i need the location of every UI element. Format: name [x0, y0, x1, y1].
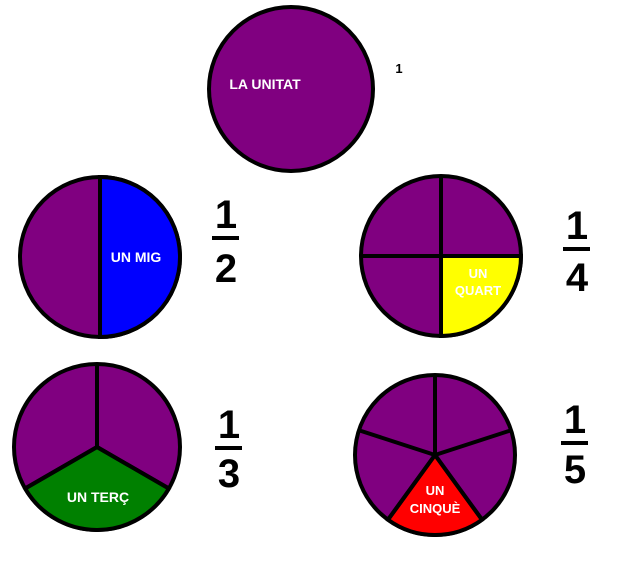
fraction-one-fifth: 1 5: [561, 398, 588, 492]
quarter-denominator: 4: [566, 256, 589, 300]
fifth-fraction-bar: [561, 441, 588, 445]
third-divider-line: [24, 445, 99, 491]
half-denominator: 2: [215, 247, 237, 291]
third-numerator: 1: [218, 403, 240, 447]
unit-label: LA UNITAT: [229, 76, 301, 92]
quarter-circle-group: UN QUART: [359, 174, 524, 339]
third-highlight-slice: [22, 444, 172, 532]
fifth-divider-line: [386, 453, 437, 521]
fifth-numerator: 1: [564, 398, 586, 442]
half-circle-group: UN MIG: [18, 174, 182, 340]
half-fraction-bar: [212, 236, 239, 240]
quarter-label-line2: QUART: [455, 283, 501, 298]
fifth-highlight-slice: [385, 451, 485, 537]
quarter-dividers: [361, 176, 521, 336]
unit-circle-group: LA UNITAT 1: [207, 5, 403, 173]
fifth-divider-line: [358, 428, 436, 457]
third-divider-line: [96, 445, 170, 491]
third-fraction-bar: [215, 446, 242, 450]
fraction-one-quarter: 1 4: [563, 204, 590, 300]
fifth-divider-line: [433, 453, 484, 521]
half-label: UN MIG: [111, 249, 162, 265]
unit-value: 1: [395, 61, 402, 76]
fifth-divider-line: [434, 428, 512, 457]
fifth-denominator: 5: [564, 448, 586, 492]
half-numerator: 1: [215, 193, 237, 237]
quarter-highlight-slice: [439, 254, 524, 339]
fifth-circle-group: UN CINQUÈ: [353, 373, 517, 537]
quarter-numerator: 1: [566, 204, 588, 248]
unit-circle: [207, 5, 375, 173]
third-circle-group: UN TERÇ: [12, 362, 182, 532]
third-denominator: 3: [218, 452, 240, 496]
half-highlight-slice: [98, 174, 182, 340]
fifth-dividers: [358, 375, 512, 521]
fifth-label-line1: UN: [426, 483, 445, 498]
fraction-one-third: 1 3: [215, 403, 242, 496]
third-label: UN TERÇ: [67, 489, 129, 505]
quarter-label-line1: UN: [469, 266, 488, 281]
third-dividers: [24, 364, 170, 491]
fraction-one-half: 1 2: [212, 193, 239, 291]
fifth-label-line2: CINQUÈ: [410, 501, 461, 516]
quarter-fraction-bar: [563, 247, 590, 251]
